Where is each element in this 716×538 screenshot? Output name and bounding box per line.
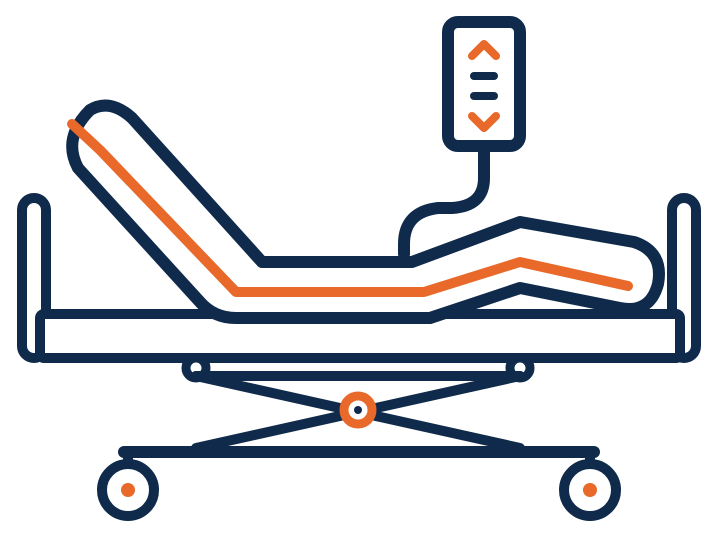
remote-control-icon [442, 16, 526, 152]
pivot-dot [354, 406, 362, 414]
chevron-up-icon [468, 40, 500, 60]
chevron-down-icon [468, 112, 500, 132]
mattress-accent-line [67, 119, 633, 297]
remote-cord [398, 142, 490, 260]
wheel-icon [559, 459, 621, 521]
wheel-icon [97, 459, 159, 521]
